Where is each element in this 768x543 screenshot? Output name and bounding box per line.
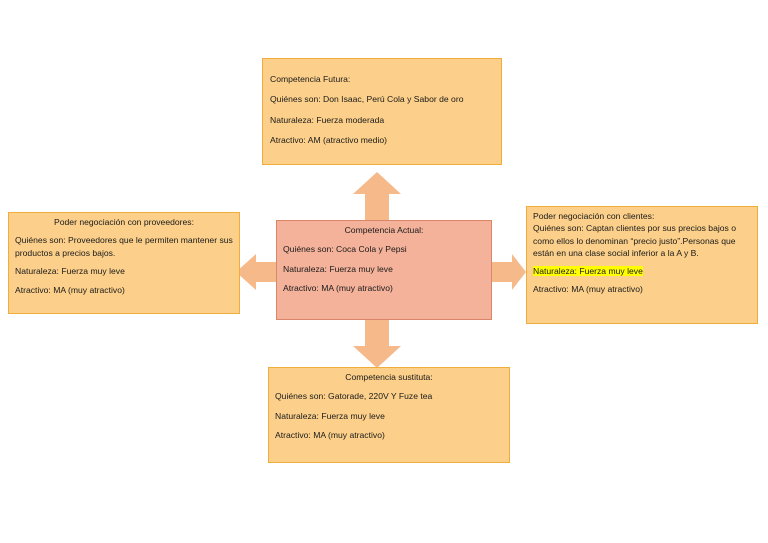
- competencia-sustituta-quienes: Quiénes son: Gatorade, 220V Y Fuze tea: [275, 391, 433, 402]
- arrow-right: [492, 254, 526, 290]
- proveedores-title: Poder negociación con proveedores:: [54, 217, 194, 227]
- clientes-atractivo: Atractivo: MA (muy atractivo): [533, 284, 643, 295]
- competencia-sustituta-naturaleza: Naturaleza: Fuerza muy leve: [275, 410, 385, 421]
- competencia-futura-box: Competencia Futura: Quiénes son: Don Isa…: [262, 58, 502, 165]
- clientes-box: Poder negociación con clientes: Quiénes …: [526, 206, 758, 324]
- competencia-actual-box: Competencia Actual: Quiénes son: Coca Co…: [276, 220, 492, 320]
- competencia-sustituta-atractivo: Atractivo: MA (muy atractivo): [275, 430, 385, 441]
- competencia-actual-title: Competencia Actual:: [344, 225, 424, 235]
- competencia-actual-quienes: Quiénes son: Coca Cola y Pepsi: [283, 244, 407, 255]
- arrow-down: [353, 320, 401, 368]
- clientes-naturaleza: Naturaleza: Fuerza muy leve: [533, 265, 751, 277]
- clientes-naturaleza-highlight: Naturaleza: Fuerza muy leve: [533, 265, 643, 276]
- arrow-left: [236, 254, 276, 290]
- arrow-up: [353, 172, 401, 220]
- proveedores-box: Poder negociación con proveedores: Quién…: [8, 212, 240, 314]
- competencia-sustituta-box: Competencia sustituta: Quiénes son: Gato…: [268, 367, 510, 463]
- competencia-futura-naturaleza: Naturaleza: Fuerza moderada: [270, 114, 385, 125]
- competencia-sustituta-title: Competencia sustituta:: [345, 372, 433, 382]
- clientes-quienes: Quiénes son: Captan clientes por sus pre…: [533, 223, 737, 259]
- proveedores-quienes: Quiénes son: Proveedores que le permiten…: [15, 235, 233, 258]
- clientes-title: Poder negociación con clientes:: [533, 211, 655, 221]
- competencia-futura-quienes: Quiénes son: Don Isaac, Perú Cola y Sabo…: [270, 94, 464, 105]
- competencia-actual-atractivo: Atractivo: MA (muy atractivo): [283, 283, 393, 294]
- competencia-actual-naturaleza: Naturaleza: Fuerza muy leve: [283, 263, 393, 274]
- proveedores-naturaleza: Naturaleza: Fuerza muy leve: [15, 266, 125, 277]
- proveedores-atractivo: Atractivo: MA (muy atractivo): [15, 284, 125, 295]
- competencia-futura-title: Competencia Futura:: [270, 74, 351, 84]
- competencia-futura-atractivo: Atractivo: AM (atractivo medio): [270, 135, 388, 146]
